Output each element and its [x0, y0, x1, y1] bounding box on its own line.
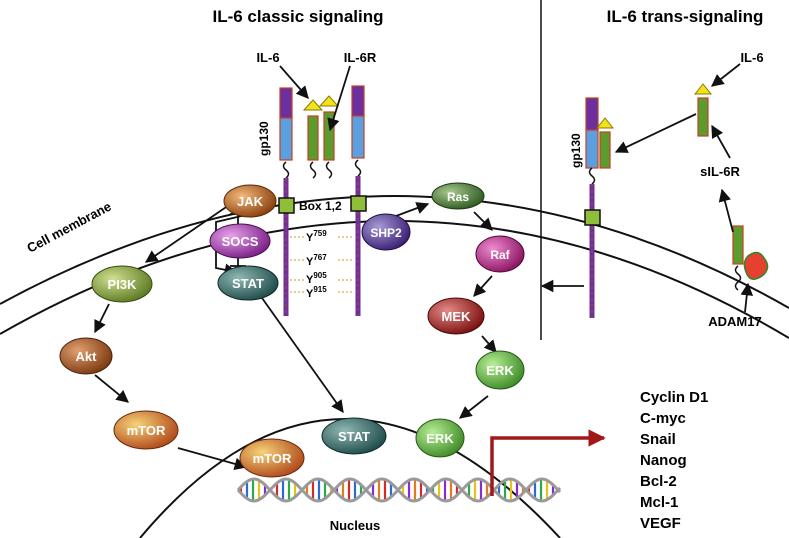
il6-ligand-trans — [693, 83, 713, 95]
node-jak: JAK — [223, 184, 277, 218]
svg-text:mTOR: mTOR — [253, 451, 292, 466]
svg-text:Akt: Akt — [76, 349, 98, 364]
node-shp2: SHP2 — [361, 213, 411, 251]
svg-text:ERK: ERK — [426, 431, 454, 446]
target-gene-list: Cyclin D1 C-myc Snail Nanog Bcl-2 Mcl-1 … — [640, 389, 708, 532]
svg-text:SOCS: SOCS — [222, 234, 259, 249]
gene-item: Nanog — [640, 452, 687, 469]
svg-text:ERK: ERK — [486, 363, 514, 378]
node-socs: SOCS — [209, 223, 271, 259]
membrane-il6r-adam17 — [732, 225, 769, 291]
svg-text:MEK: MEK — [442, 309, 472, 324]
classic-signaling-title: IL-6 classic signaling — [212, 7, 383, 26]
il6-trans-arrow — [711, 63, 741, 87]
svg-text:PI3K: PI3K — [108, 277, 138, 292]
il6r-callout-arrow — [327, 65, 351, 132]
transcription-arrow — [490, 429, 606, 496]
node-mek: MEK — [427, 297, 485, 335]
svg-text:STAT: STAT — [338, 429, 370, 444]
svg-text:SHP2: SHP2 — [370, 226, 402, 240]
node-mtor: mTOR — [113, 410, 179, 450]
y915-label: Y915 — [306, 285, 327, 300]
node-raf: Raf — [475, 235, 525, 273]
gp130-receptor-trans — [585, 97, 615, 318]
shp2-to-ras-arrow — [395, 202, 430, 217]
gene-item: Mcl-1 — [640, 494, 678, 511]
tyrosine-residues: Y759 Y767 Y905 Y915 — [290, 228, 354, 300]
il6r-receptor — [307, 111, 335, 179]
box12-square-right — [350, 195, 367, 212]
svg-text:Raf: Raf — [490, 248, 510, 262]
svg-text:STAT: STAT — [232, 276, 264, 291]
nucleus-label: Nucleus — [330, 518, 381, 533]
gene-item: Bcl-2 — [640, 473, 677, 490]
gene-item: Cyclin D1 — [640, 389, 708, 406]
box12-square-left — [278, 197, 295, 214]
node-akt: Akt — [59, 337, 113, 375]
node-stat-nucleus: STAT — [321, 417, 387, 455]
il6-ligand-2 — [318, 95, 340, 107]
jak-to-pi3k-arrow — [144, 202, 233, 263]
sil6r-arrow — [711, 124, 731, 159]
erk-to-nucleus-arrow — [459, 395, 489, 419]
adam17-label: ADAM17 — [708, 314, 761, 329]
svg-text:Ras: Ras — [447, 190, 469, 204]
gene-item: Snail — [640, 431, 676, 448]
gp130-label: gp130 — [257, 121, 271, 156]
stat-to-nucleus-arrow — [261, 297, 344, 414]
pi3k-to-akt-arrow — [94, 303, 110, 334]
il6r-label: IL-6R — [344, 50, 377, 65]
akt-to-mtor-arrow — [94, 374, 129, 403]
node-pi3k: PI3K — [91, 265, 153, 303]
box12-square-trans — [584, 209, 601, 226]
sil6r-soluble — [697, 97, 709, 137]
raf-to-mek-arrow — [473, 275, 493, 297]
il6-label: IL-6 — [256, 50, 279, 65]
dna-strand-2 — [236, 477, 562, 503]
svg-text:JAK: JAK — [237, 194, 264, 209]
node-erk: ERK — [475, 350, 525, 390]
mtor-to-nucleus-arrow — [177, 447, 248, 471]
y759-label: Y759 — [306, 229, 327, 244]
il6-callout-arrow — [279, 65, 309, 99]
membrane-outer-line — [0, 195, 789, 309]
sil6r-label: sIL-6R — [700, 164, 740, 179]
sil6r-to-gp130-arrow — [614, 113, 697, 153]
node-erk-nucleus: ERK — [415, 418, 465, 458]
y767-label: Y767 — [306, 253, 327, 268]
gene-item: C-myc — [640, 410, 686, 427]
adam17-arrow — [740, 282, 754, 313]
y905-label: Y905 — [306, 271, 327, 286]
gene-item: VEGF — [640, 515, 681, 532]
mek-to-erk-arrow — [481, 335, 497, 353]
il6-trans-label: IL-6 — [740, 50, 763, 65]
node-ras: Ras — [431, 182, 485, 210]
shedding-arrow — [718, 188, 734, 233]
gp130-trans-label: gp130 — [569, 133, 583, 168]
trans-signaling-title: IL-6 trans-signaling — [607, 7, 764, 26]
dna-helix — [236, 477, 562, 503]
box12-label: Box 1,2 — [299, 199, 342, 213]
node-mtor-nucleus: mTOR — [239, 438, 305, 478]
il6-ligand-1 — [302, 99, 324, 111]
cell-membrane-label: Cell membrane — [24, 199, 113, 256]
svg-text:mTOR: mTOR — [127, 423, 166, 438]
ras-to-raf-arrow — [473, 211, 493, 231]
node-stat: STAT — [217, 265, 279, 301]
